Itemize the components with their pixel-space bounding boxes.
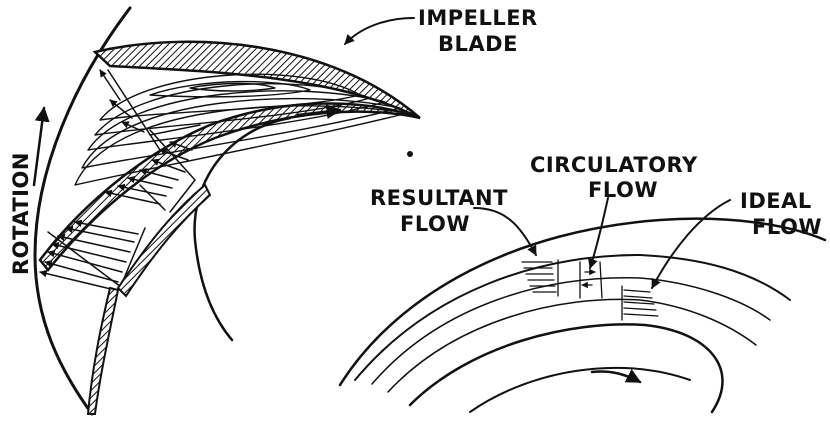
- hub-curve: [193, 116, 292, 342]
- velocity-profile-middle: [104, 129, 196, 213]
- flow-direction-arrow-upper: [296, 104, 342, 120]
- label-impeller-blade-line1: IMPELLER: [418, 6, 538, 30]
- outer-arc-right: [338, 217, 827, 387]
- impeller-passage-view: [32, 6, 421, 416]
- label-resultant-flow-line1: RESULTANT: [370, 186, 508, 210]
- label-resultant-flow-line2: FLOW: [400, 212, 470, 236]
- passage-arc-1: [354, 254, 791, 381]
- ideal-flow-lines: [621, 285, 659, 321]
- label-circulatory-flow-line2: FLOW: [588, 178, 658, 202]
- dot-mark: [407, 151, 413, 157]
- leader-impeller-blade: [344, 17, 415, 45]
- flow-profile-view: [338, 197, 827, 414]
- inner-arc-right: [408, 323, 724, 414]
- resultant-flow-lines: [521, 259, 559, 297]
- label-circulatory-flow-line1: CIRCULATORY: [530, 153, 698, 177]
- velocity-profile-lower: [39, 219, 146, 291]
- circulatory-flow-lines: [579, 261, 603, 299]
- impeller-blade-third: [86, 286, 120, 415]
- leader-circulatory: [588, 197, 609, 269]
- passage-arc-3: [387, 298, 757, 393]
- labels: IMPELLER BLADE ROTATION RESULTANT FLOW C…: [9, 6, 822, 275]
- inner-arc-right-2: [469, 366, 691, 413]
- label-ideal-flow-line2: FLOW: [752, 215, 822, 239]
- leader-resultant: [473, 207, 537, 256]
- velocity-profile-upper: [99, 69, 201, 151]
- label-impeller-blade-line2: BLADE: [438, 32, 518, 56]
- impeller-blade-lower: [38, 102, 421, 273]
- rotation-arrow: [32, 106, 50, 187]
- label-rotation: ROTATION: [9, 152, 33, 275]
- outer-casing-arc: [33, 6, 132, 416]
- impeller-blade-second: [116, 183, 212, 298]
- label-ideal-flow-line1: IDEAL: [740, 189, 812, 213]
- passage-arc-2: [371, 277, 771, 385]
- flow-direction-arrow-lower: [590, 369, 642, 384]
- leader-ideal: [651, 199, 731, 289]
